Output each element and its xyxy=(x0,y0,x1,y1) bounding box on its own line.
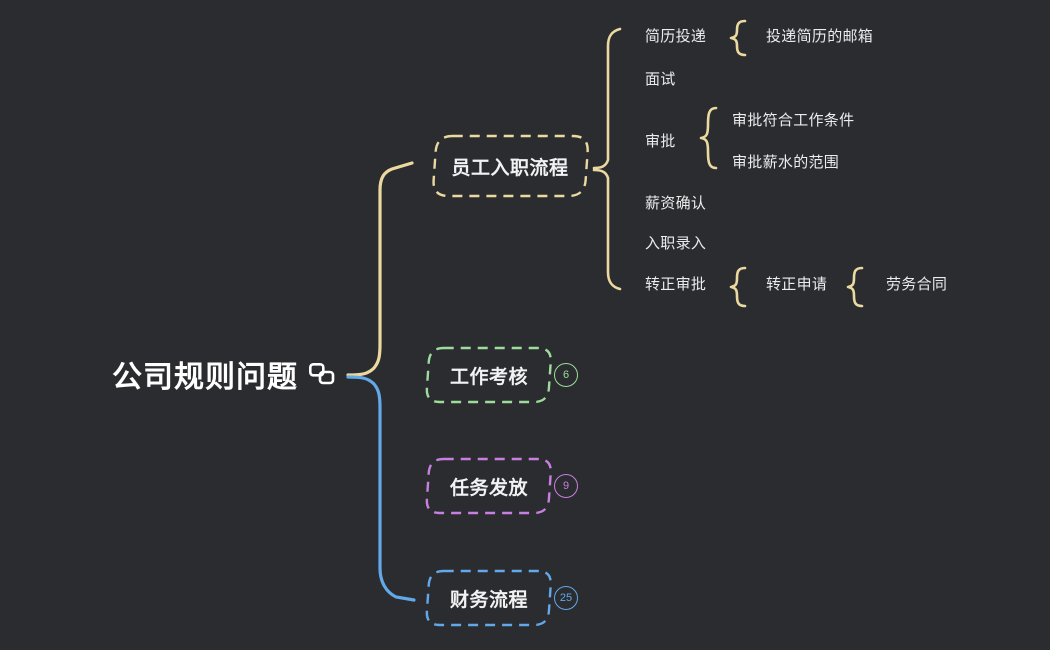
status-badge-finance: 25 xyxy=(554,586,578,610)
badge-count-finance: 25 xyxy=(559,591,573,604)
leaf-interview[interactable]: 面试 xyxy=(645,71,676,88)
leaf-regular-request[interactable]: 转正申请 xyxy=(766,276,828,293)
branch-label-task-dispatch: 任务发放 xyxy=(449,477,528,499)
branch-shape-onboarding xyxy=(432,134,589,198)
leaf-approval-condition[interactable]: 审批符合工作条件 xyxy=(732,112,855,129)
branch-node-onboarding[interactable]: 员工入职流程 xyxy=(430,132,590,200)
leaf-approval[interactable]: 审批 xyxy=(645,133,676,150)
leaf-labor-contract[interactable]: 劳务合同 xyxy=(886,276,948,293)
branch-label-assessment: 工作考核 xyxy=(449,366,528,388)
branch-node-task-dispatch[interactable]: 任务发放 xyxy=(424,455,554,517)
status-badge-assessment: 6 xyxy=(554,363,578,387)
branch-node-finance[interactable]: 财务流程 xyxy=(424,567,554,629)
branch-label-onboarding: 员工入职流程 xyxy=(451,157,569,179)
branch-shape-finance xyxy=(425,569,552,627)
leaf-approval-salary[interactable]: 审批薪水的范围 xyxy=(732,154,840,171)
page-title: 公司规则问题 xyxy=(112,361,298,394)
connector-onboarding-bottom xyxy=(592,168,622,291)
connector-root-to-finance xyxy=(346,375,416,602)
leaf-salary-confirm[interactable]: 薪资确认 xyxy=(645,195,707,212)
connector-onboarding-top xyxy=(592,27,622,170)
branch-node-assessment[interactable]: 工作考核 xyxy=(424,344,554,406)
leaf-regular-approval[interactable]: 转正审批 xyxy=(645,276,707,293)
branch-label-finance: 财务流程 xyxy=(449,589,528,611)
root-node[interactable]: 公司规则问题 xyxy=(112,352,335,396)
leaf-resume-submit[interactable]: 简历投递 xyxy=(645,28,707,45)
status-badge-task-dispatch: 9 xyxy=(554,474,578,498)
branch-shape-assessment xyxy=(425,346,552,404)
connector-root-to-onboarding xyxy=(346,161,414,377)
badge-count-assessment: 6 xyxy=(562,368,570,381)
badge-count-task-dispatch: 9 xyxy=(562,479,570,492)
leaf-resume-mailbox[interactable]: 投递简历的邮箱 xyxy=(766,28,874,45)
leaf-onboard-entry[interactable]: 入职录入 xyxy=(645,235,707,252)
link-icon[interactable] xyxy=(309,363,335,385)
branch-shape-task-dispatch xyxy=(425,457,552,515)
